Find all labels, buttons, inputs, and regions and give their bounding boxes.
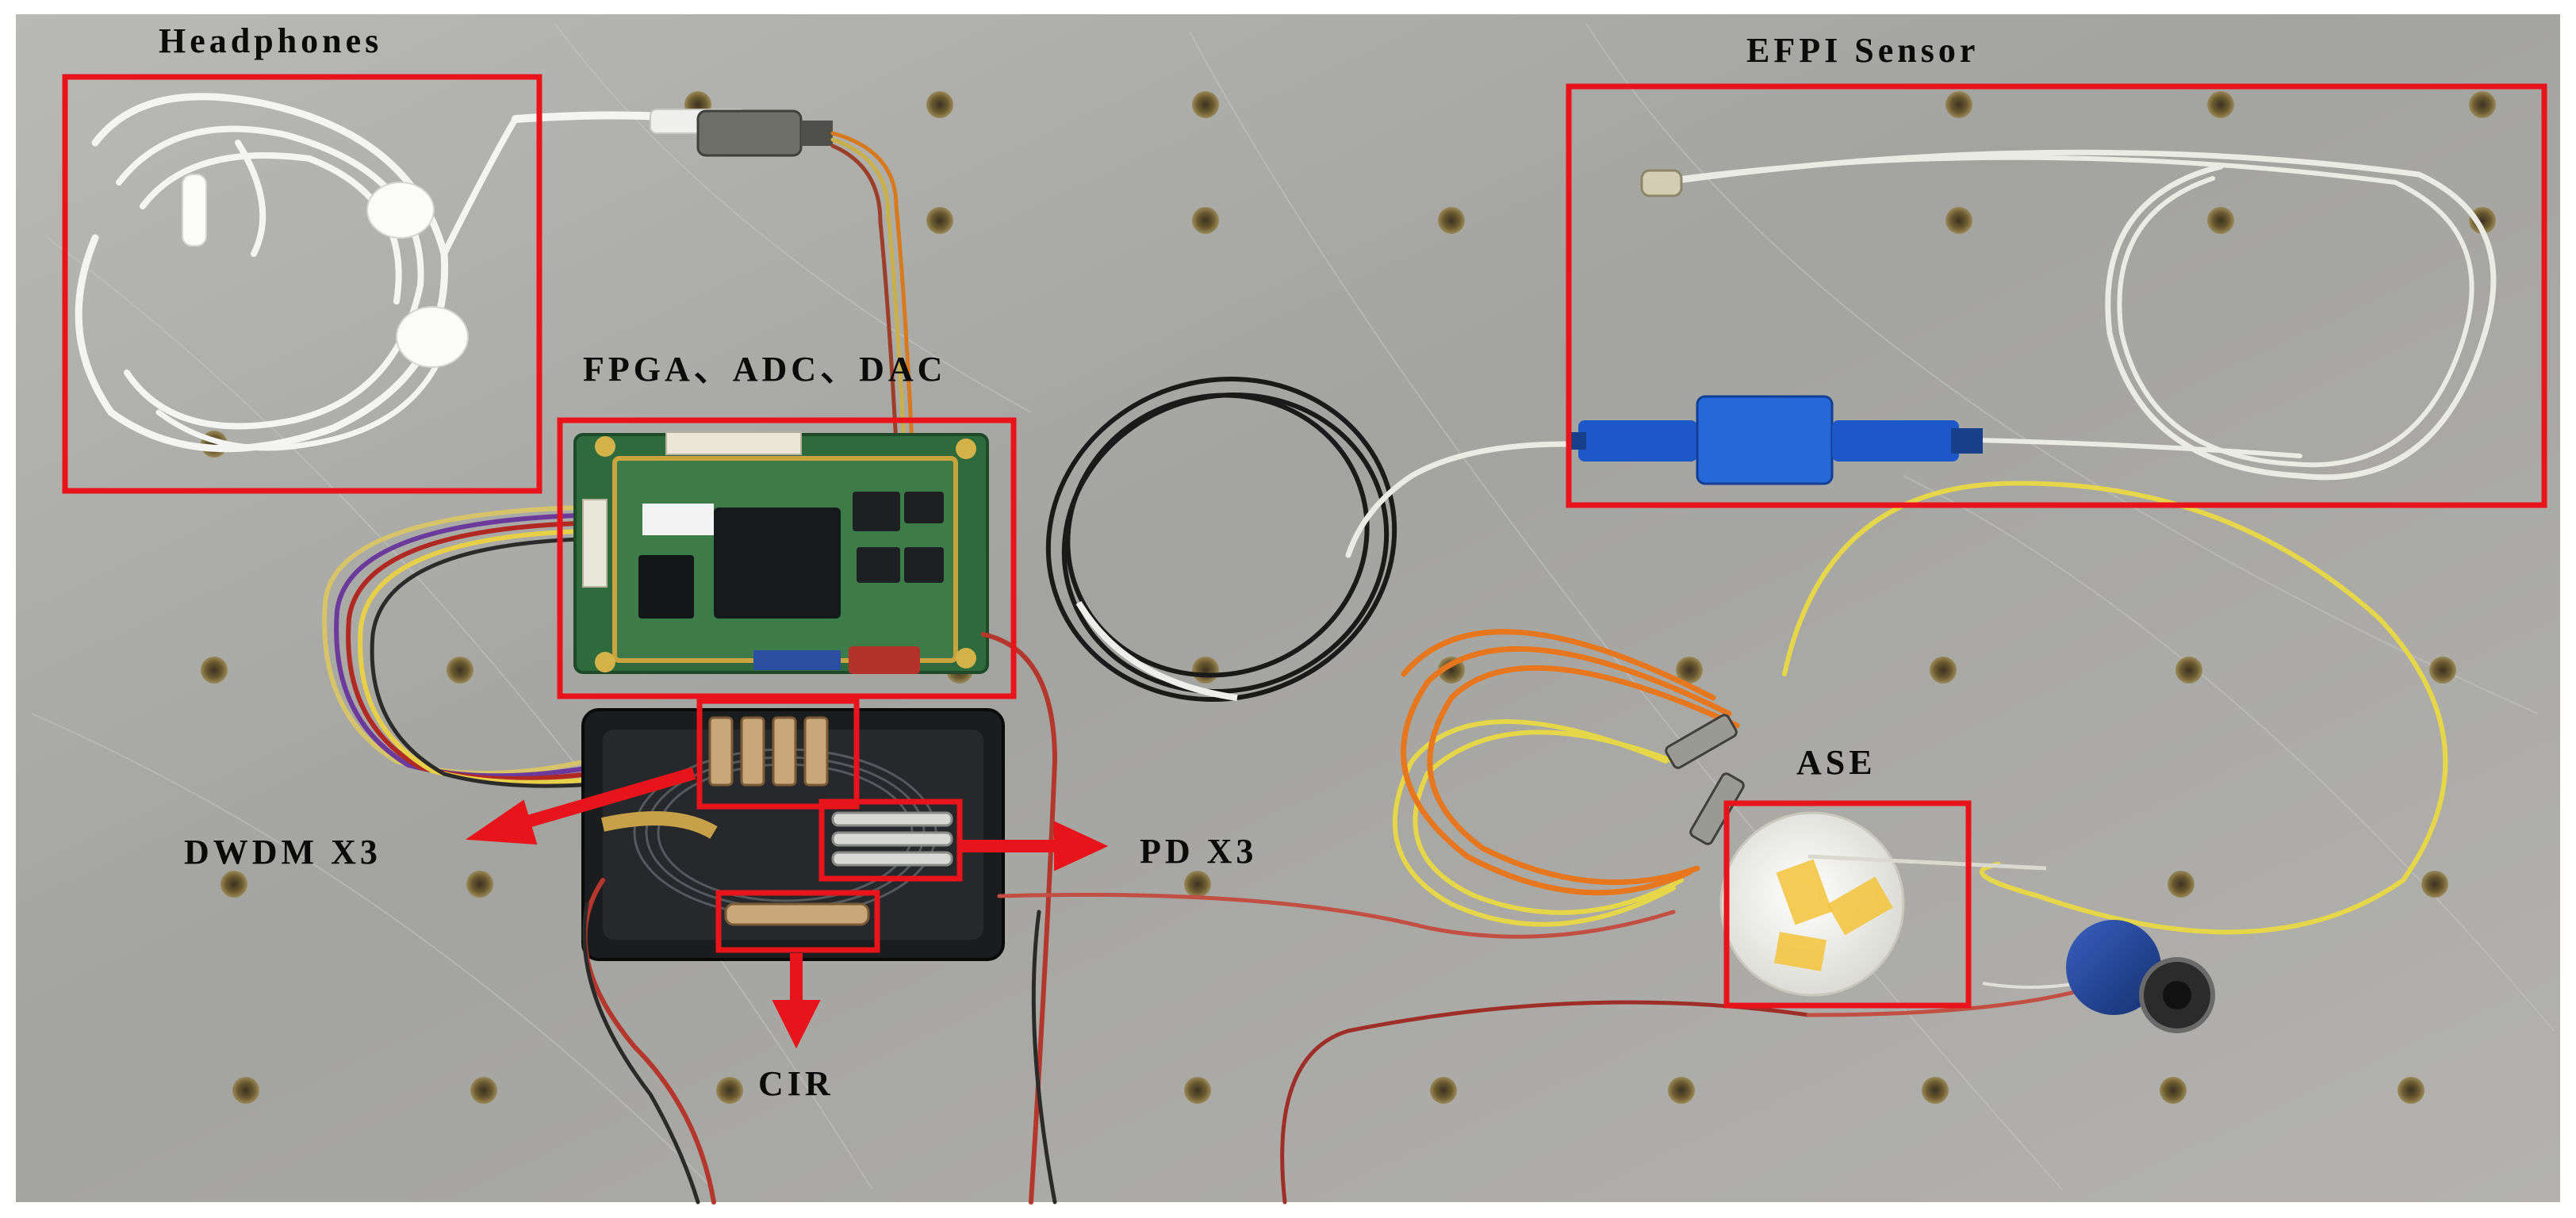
headphones (75, 93, 710, 453)
pd-box (818, 799, 963, 882)
efpi-sensor-fiber (1345, 149, 2497, 558)
dwdm-box (696, 698, 860, 810)
fpga-board (573, 431, 989, 674)
ase-box (1723, 800, 1972, 1009)
orange-fibers (1401, 629, 1740, 896)
dwdm-modules (708, 716, 829, 787)
efpi-sensor-box (1566, 83, 2547, 508)
mounting-holes (201, 91, 2496, 1104)
label-ase: ASE (1796, 743, 1876, 782)
earbuds (182, 174, 469, 368)
annotation-arrows (466, 767, 1109, 1049)
ase-source (1719, 811, 2047, 997)
label-pd: PD X3 (1140, 832, 1258, 871)
headphones-box (62, 74, 542, 494)
plate-scratch-lines (31, 23, 2555, 1190)
annotation-boxes (62, 74, 2547, 1009)
fiber-couplers (1665, 714, 1745, 845)
interconnect-wires (322, 505, 605, 788)
cir-box (715, 890, 880, 953)
label-efpi-sensor: EFPI Sensor (1746, 31, 1980, 70)
headphone-wires (830, 131, 914, 446)
red-wires (582, 632, 2080, 1205)
cir-module (724, 902, 870, 926)
optics-enclosure (581, 708, 1005, 961)
sensor-tip (1640, 169, 1683, 197)
black-fiber-coil (1045, 377, 1397, 702)
fiber-connector (1570, 395, 1983, 485)
potentiometer (1982, 920, 2215, 1033)
label-cir: CIR (758, 1064, 834, 1103)
label-dwdm: DWDM X3 (184, 833, 381, 871)
audio-connector (650, 109, 833, 157)
yellow-fibers (1392, 481, 2448, 935)
pd-modules (831, 811, 953, 867)
label-fpga-adc-dac: FPGA、ADC、DAC (583, 350, 947, 389)
fpga-box (557, 417, 1017, 699)
label-headphones: Headphones (159, 21, 383, 60)
